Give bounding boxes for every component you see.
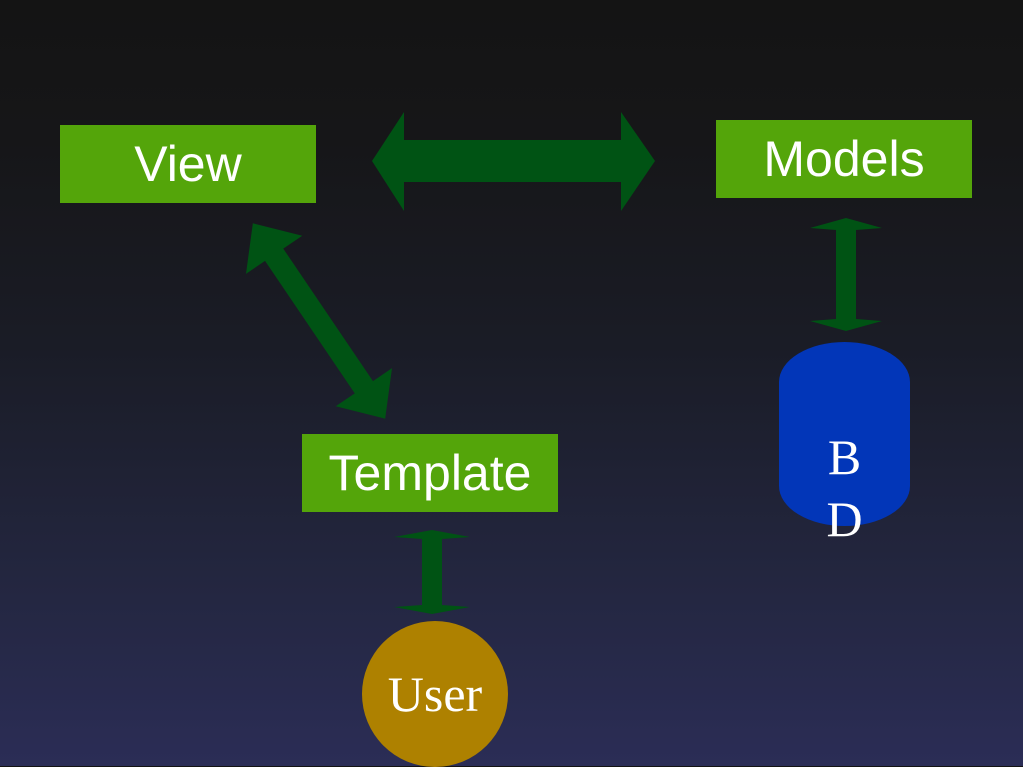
view-node: View xyxy=(60,125,316,203)
arrow-models-database xyxy=(810,218,882,331)
template-node: Template xyxy=(302,434,558,512)
database-cylinder-icon xyxy=(779,342,910,526)
user-node: User xyxy=(362,621,508,767)
models-label: Models xyxy=(763,131,925,187)
user-label: User xyxy=(387,666,483,722)
arrow-view-template xyxy=(245,223,393,419)
view-label: View xyxy=(134,136,242,192)
arrow-view-models xyxy=(372,112,655,211)
database-node: B D xyxy=(779,342,910,547)
database-label: B D xyxy=(826,429,863,547)
arrow-template-user xyxy=(394,530,470,614)
models-node: Models xyxy=(716,120,972,198)
template-label: Template xyxy=(328,445,532,501)
